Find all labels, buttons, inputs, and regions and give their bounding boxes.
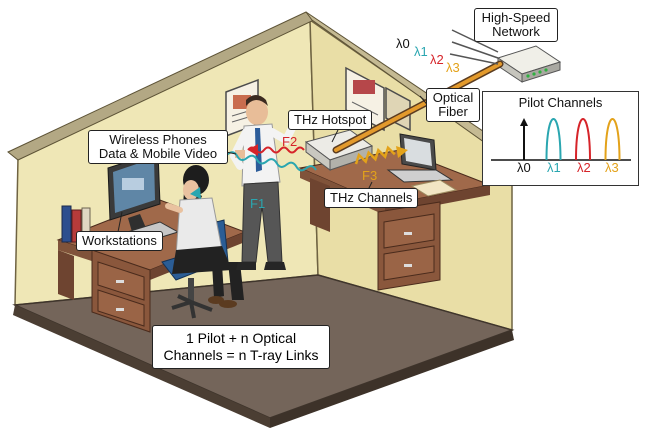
seated-woman (165, 165, 244, 308)
hotspot-leader (331, 129, 339, 143)
f2-arrowhead (248, 144, 258, 156)
f1-arrowhead (190, 187, 201, 199)
network-router (496, 45, 562, 83)
high-speed-network-label: High-Speed Network (474, 8, 558, 42)
lambda1-label: λ1 (414, 44, 428, 59)
standing-man (229, 95, 296, 270)
f3-yellow-wave (354, 145, 396, 165)
optical-fiber-cable (332, 60, 504, 154)
laptop (386, 133, 454, 183)
lambda3-label: λ3 (446, 60, 460, 75)
tick-lambda3: λ3 (605, 160, 619, 175)
lambda2-label: λ2 (430, 52, 444, 67)
floor-edge-left (13, 305, 270, 428)
f1-label: F1 (250, 196, 266, 211)
pilot-channels-chart: Pilot Channels λ0 λ1 λ2 λ3 (482, 91, 639, 186)
tick-lambda0: λ0 (517, 160, 531, 175)
pilot-summary-note: 1 Pilot + n Optical Channels = n T-ray L… (152, 325, 330, 369)
chart-title: Pilot Channels (518, 95, 603, 110)
chart-plot (491, 118, 631, 161)
channel-mark-2 (575, 118, 591, 161)
floor-edge-right (270, 330, 514, 428)
tick-lambda1: λ1 (547, 160, 561, 175)
tick-lambda2: λ2 (577, 160, 591, 175)
channel-mark-1 (545, 118, 562, 161)
lambda0-label: λ0 (396, 36, 410, 51)
f2-label: F2 (282, 134, 298, 149)
workstations-label: Workstations (76, 231, 163, 251)
optical-fiber-label: Optical Fiber (426, 88, 480, 122)
desk-papers (410, 179, 458, 197)
wireless-phones-label: Wireless Phones Data & Mobile Video (88, 130, 228, 164)
pilot-arrowhead (520, 118, 528, 126)
channel-mark-3 (604, 118, 621, 161)
thz-hotspot-label: THz Hotspot (288, 110, 373, 130)
f3-arrowhead (396, 146, 408, 158)
thz-channels-label: THz Channels (324, 188, 419, 208)
workstations-leader (117, 211, 123, 233)
f3-label: F3 (362, 168, 378, 183)
